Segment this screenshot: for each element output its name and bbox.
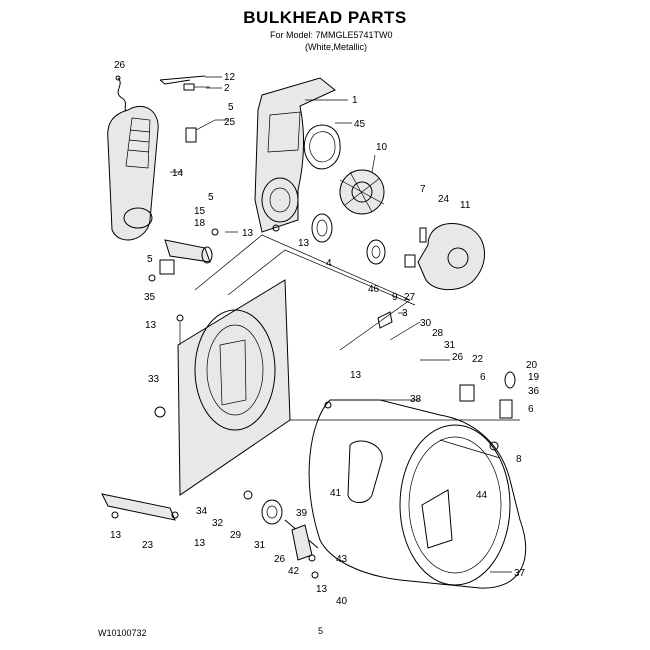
callout-12: 12 <box>224 72 236 83</box>
callout-9: 9 <box>392 292 398 303</box>
leader-lines <box>170 76 512 573</box>
callout-1: 1 <box>352 95 358 106</box>
callout-37: 37 <box>514 568 526 579</box>
callout-labels: 26 12 2 5 25 1 45 10 14 5 15 18 13 13 4 … <box>110 60 540 607</box>
pulley-part <box>366 239 386 265</box>
callout-3: 3 <box>402 308 408 319</box>
callout-23: 23 <box>142 540 154 551</box>
page-title: BULKHEAD PARTS <box>243 8 407 27</box>
callout-30: 30 <box>420 318 432 329</box>
callout-45: 45 <box>354 119 366 130</box>
callout-42: 42 <box>288 566 300 577</box>
blower-wheel-part <box>339 169 385 215</box>
callout-13c: 13 <box>145 320 157 331</box>
drum-part <box>308 399 527 589</box>
screw-parts-top <box>159 75 210 91</box>
callout-10: 10 <box>376 142 388 153</box>
callout-19: 19 <box>528 372 540 383</box>
callout-7: 7 <box>420 184 426 195</box>
callout-15: 15 <box>194 206 206 217</box>
callout-13a: 13 <box>242 228 254 239</box>
callout-27: 27 <box>404 292 416 303</box>
callout-35: 35 <box>144 292 156 303</box>
callout-13f: 13 <box>194 538 206 549</box>
callout-41: 41 <box>330 488 342 499</box>
callout-40: 40 <box>336 596 348 607</box>
callout-13g: 13 <box>316 584 328 595</box>
callout-26c: 26 <box>274 554 286 565</box>
blower-housing-part <box>417 223 485 291</box>
callout-13b: 13 <box>298 238 310 249</box>
callout-22: 22 <box>472 354 484 365</box>
bulkhead-panel-part <box>254 77 336 233</box>
callout-8: 8 <box>516 454 522 465</box>
finish-line: (White,Metallic) <box>305 42 368 52</box>
callout-6b: 6 <box>528 404 534 415</box>
roller-parts-bottom <box>243 490 319 562</box>
screws-13 <box>111 224 332 579</box>
callout-29: 29 <box>230 530 242 541</box>
callout-34: 34 <box>196 506 208 517</box>
callout-38: 38 <box>410 394 422 405</box>
rear-bulkhead-part <box>177 279 291 496</box>
callout-5b: 5 <box>208 192 214 203</box>
callout-39: 39 <box>296 508 308 519</box>
callout-18: 18 <box>194 218 206 229</box>
callout-4: 4 <box>326 258 332 269</box>
lint-duct-part <box>107 105 159 241</box>
callout-24: 24 <box>438 194 450 205</box>
callout-31: 31 <box>444 340 456 351</box>
callout-2: 2 <box>224 83 230 94</box>
callout-6a: 6 <box>480 372 486 383</box>
callout-11: 11 <box>460 200 471 211</box>
foot-part-33 <box>154 406 166 418</box>
callout-25: 25 <box>224 117 236 128</box>
callout-5a: 5 <box>228 102 234 113</box>
callout-32: 32 <box>212 518 224 529</box>
switch-parts-right <box>459 371 516 451</box>
callout-14: 14 <box>172 168 184 179</box>
wire-harness-part <box>115 75 131 116</box>
clip-parts <box>185 119 216 143</box>
callout-44: 44 <box>476 490 488 501</box>
ring-part <box>311 213 333 243</box>
shaft-part <box>164 239 213 264</box>
callout-36: 36 <box>528 386 540 397</box>
callout-26a: 26 <box>114 60 126 71</box>
bracket-part-3 <box>377 311 393 329</box>
doc-number: W10100732 <box>98 628 147 638</box>
callout-28: 28 <box>432 328 444 339</box>
bracket-part-35 <box>148 259 175 282</box>
strip-part-23 <box>101 493 176 521</box>
seal-part <box>303 124 341 170</box>
callout-31b: 31 <box>254 540 266 551</box>
cabinet-outline <box>194 234 520 421</box>
callout-43: 43 <box>336 554 348 565</box>
callout-13d: 13 <box>350 370 362 381</box>
model-line: For Model: 7MMGLE5741TW0 <box>270 30 393 40</box>
small-parts-mid <box>404 227 427 268</box>
callout-33: 33 <box>148 374 160 385</box>
callout-20: 20 <box>526 360 538 371</box>
callout-5c: 5 <box>147 254 153 265</box>
callout-46: 46 <box>368 284 380 295</box>
page-number: 5 <box>318 626 324 636</box>
callout-13e: 13 <box>110 530 122 541</box>
callout-26b: 26 <box>452 352 464 363</box>
